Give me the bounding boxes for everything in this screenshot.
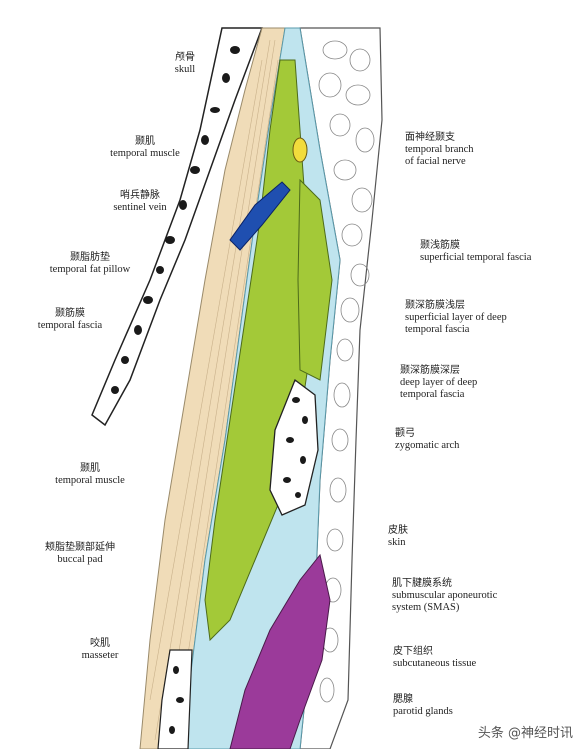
label-temporal-fat-pillow: 颞脂肪垫 temporal fat pillow xyxy=(49,252,131,275)
masseter-bone-spots xyxy=(169,666,184,734)
label-smas: 肌下腱膜系统 submuscular aponeurotic system (S… xyxy=(392,578,498,613)
subcutaneous-cells xyxy=(318,40,375,703)
label-zygomatic-arch: 颧弓 zygomatic arch xyxy=(395,428,460,451)
skull-bone xyxy=(91,27,264,427)
label-skin: 皮肤 skin xyxy=(388,525,408,548)
label-temporal-muscle-bottom: 颞肌 temporal muscle xyxy=(55,463,125,486)
label-temporal-muscle-top: 颞肌 temporal muscle xyxy=(110,136,180,159)
skull-bone-spots xyxy=(111,46,240,394)
label-skull: 颅骨 skull xyxy=(174,52,196,75)
muscle-fibers xyxy=(149,39,279,741)
label-deep-layer-deep-temporal-fascia: 颞深筋膜深层 deep layer of deep temporal fasci… xyxy=(400,365,478,400)
label-superficial-layer-deep-temporal-fascia: 颞深筋膜浅层 superficial layer of deep tempora… xyxy=(405,300,507,335)
label-parotid-glands: 腮腺 parotid glands xyxy=(393,694,453,717)
superficial-fascia-fat xyxy=(297,178,333,381)
label-buccal-pad: 颊脂垫颞部延伸 buccal pad xyxy=(45,542,115,565)
label-temporal-branch-facial-nerve: 面神经颞支 temporal branch of facial nerve xyxy=(405,132,474,167)
label-temporal-fascia: 颞筋膜 temporal fascia xyxy=(37,308,103,331)
zygomatic-arch-spots xyxy=(283,397,308,498)
facial-nerve-temporal-branch xyxy=(292,137,308,163)
zygomatic-arch-bone xyxy=(269,378,319,516)
watermark: 头条 @神经时讯 xyxy=(477,726,573,741)
masseter-bone xyxy=(157,649,193,749)
sentinel-vein xyxy=(229,181,291,251)
label-superficial-temporal-fascia: 颞浅筋膜 superficial temporal fascia xyxy=(420,240,532,263)
label-sentinel-vein: 哨兵静脉 sentinel vein xyxy=(113,190,167,213)
parotid-gland xyxy=(229,553,331,749)
label-masseter: 咬肌 masseter xyxy=(81,638,119,661)
label-subcutaneous-tissue: 皮下组织 subcutaneous tissue xyxy=(393,646,477,669)
